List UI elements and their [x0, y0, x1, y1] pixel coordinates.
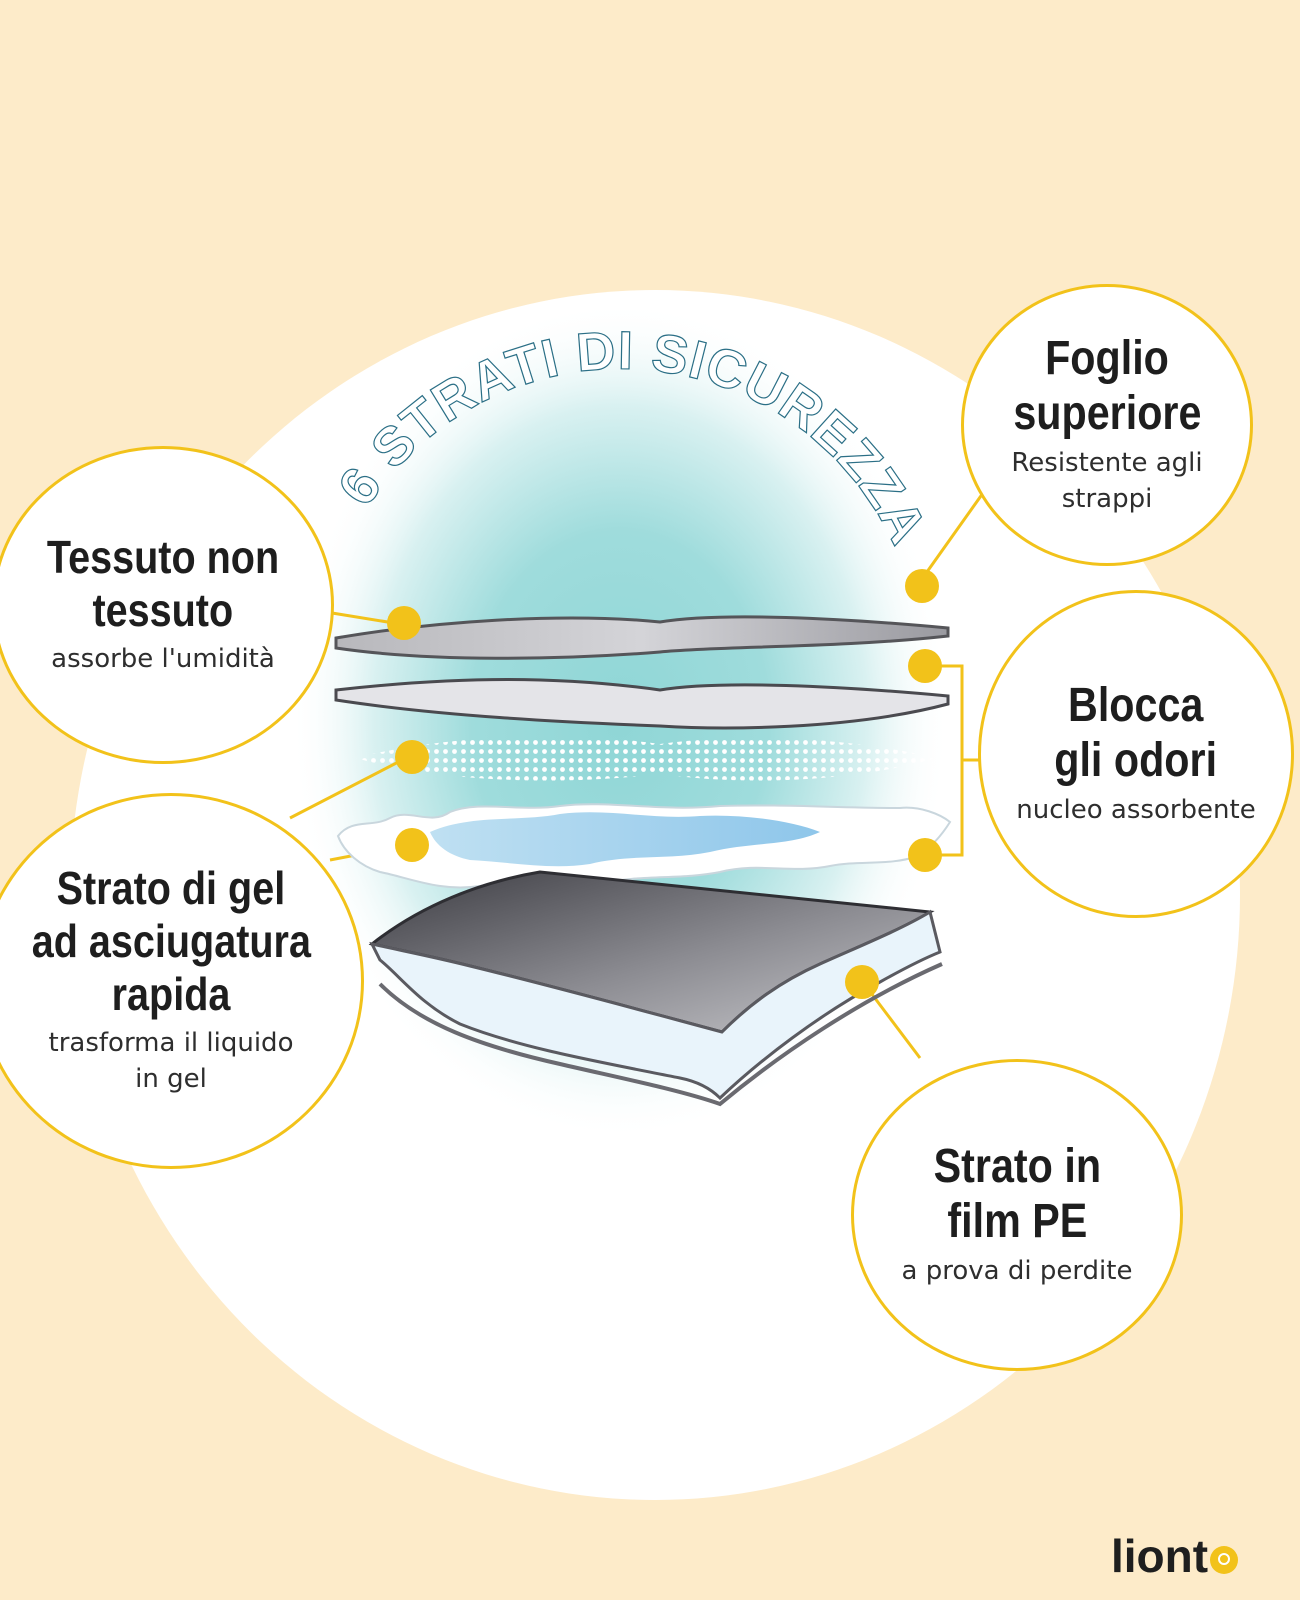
callout-title: superiore [1012, 386, 1202, 440]
layer-gel-blue [430, 812, 820, 867]
callout-subtitle: a prova di perdite [901, 1256, 1133, 1287]
brand-logo: liont [1111, 1530, 1239, 1582]
callout-title: ad asciugatura [31, 915, 311, 968]
layer-bottom-edge [378, 962, 943, 1107]
callout-title: Strato di gel [56, 862, 286, 915]
callout-subtitle: nucleo assorbente [1016, 795, 1256, 826]
layer-bottom-sheet [369, 909, 942, 1101]
callout-tessuto-non-tessuto: Tessuto non tessuto assorbe l'umidità [0, 446, 334, 764]
callout-blocca-gli-odori: Blocca gli odori nucleo assorbente [978, 590, 1294, 918]
callout-subtitle: trasforma il liquido [48, 1028, 294, 1059]
callout-title: rapida [111, 968, 231, 1021]
layer-nonwoven [334, 678, 950, 730]
callout-title: Blocca [1068, 678, 1204, 732]
callout-title: Foglio [1045, 331, 1169, 385]
callout-subtitle: strappi [1061, 484, 1153, 515]
layer-dotted [356, 736, 936, 781]
marker-dots [387, 569, 942, 999]
callout-strato-film-pe: Strato in film PE a prova di perdite [851, 1059, 1183, 1371]
callout-foglio-superiore: Foglio superiore Resistente agli strappi [961, 284, 1253, 566]
layer-top-sheet [334, 615, 950, 660]
callout-subtitle: Resistente agli [1011, 447, 1203, 478]
callout-title: Strato in [933, 1139, 1101, 1193]
callout-title: film PE [947, 1194, 1087, 1248]
callout-subtitle: in gel [135, 1064, 207, 1095]
callout-strato-di-gel: Strato di gel ad asciugatura rapida tras… [0, 793, 364, 1169]
callout-title: Tessuto non [46, 530, 280, 583]
paw-o-icon [1210, 1546, 1239, 1574]
callout-subtitle: assorbe l'umidità [51, 643, 275, 674]
logo-text: liont [1111, 1530, 1209, 1582]
callout-title: gli odori [1054, 733, 1218, 787]
callout-title: tessuto [92, 583, 234, 636]
